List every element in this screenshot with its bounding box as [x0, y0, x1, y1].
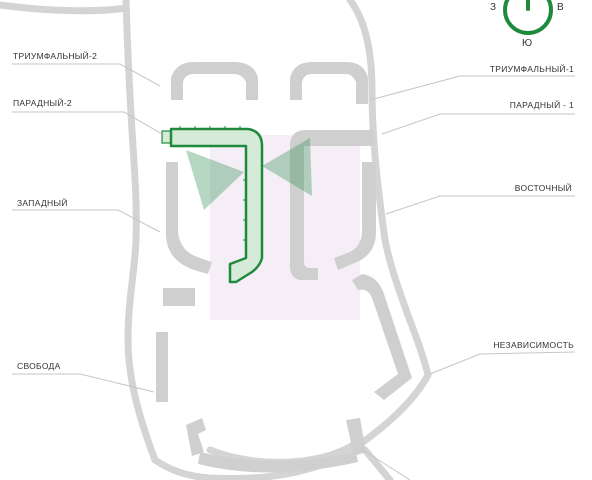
block-zapadny	[166, 162, 212, 274]
label-triumfalny-1: ТРИУМФАЛЬНЫЙ-1	[490, 63, 574, 74]
label-triumfalny-2: ТРИУМФАЛЬНЫЙ-2	[13, 50, 97, 61]
leader-lines	[12, 63, 576, 480]
compass-east-label: В	[557, 2, 564, 13]
label-nezavisimost: НЕЗАВИСИМОСТЬ	[493, 340, 574, 350]
label-zapadny: ЗАПАДНЫЙ	[17, 197, 68, 208]
leader-zapadny	[12, 209, 161, 233]
leader-nezavisimost	[429, 351, 576, 375]
leader-paradny-2	[12, 111, 163, 135]
block-vostochny	[334, 162, 376, 270]
leader-triumfalny-2	[12, 63, 161, 87]
leader-vostochny	[385, 195, 575, 215]
block-small-west	[163, 288, 195, 306]
view-cone-left	[186, 150, 244, 210]
compass-south-label: Ю	[522, 38, 532, 49]
block-south-east	[346, 418, 366, 456]
leader-paradny-1	[381, 113, 575, 135]
view-cone-right	[262, 138, 312, 196]
road-perimeter	[122, 0, 432, 480]
labels: ТРИУМФАЛЬНЫЙ-2 ПАРАДНЫЙ-2 ЗАПАДНЫЙ СВОБО…	[13, 50, 574, 371]
compass-west-label: З	[490, 2, 496, 13]
label-svoboda: СВОБОДА	[17, 361, 61, 371]
leader-south	[359, 447, 411, 480]
leader-svoboda	[12, 373, 155, 393]
highlight-outline	[169, 127, 264, 284]
highlight-facade-ticks	[179, 126, 246, 241]
road-exit-south	[361, 446, 394, 480]
courtyard-area	[210, 135, 360, 320]
label-paradny-1: ПАРАДНЫЙ - 1	[510, 99, 574, 110]
block-paradny-1	[290, 130, 374, 280]
block-south-west	[186, 418, 206, 456]
building-blocks	[156, 62, 412, 473]
compass-icon: З В Ю	[490, 0, 564, 49]
block-svoboda	[156, 332, 168, 402]
leader-triumfalny-1	[369, 75, 575, 101]
view-cone-icon	[186, 138, 312, 210]
block-south-long	[198, 452, 358, 473]
block-triumfalny-2	[171, 62, 258, 100]
block-triumfalny-1	[290, 62, 368, 104]
road-top	[0, 1, 130, 15]
highlighted-building	[161, 126, 264, 284]
compass-ring	[503, 0, 553, 35]
label-vostochny: ВОСТОЧНЫЙ	[515, 182, 572, 193]
block-nezavisimost	[352, 274, 412, 400]
label-paradny-2: ПАРАДНЫЙ-2	[13, 97, 72, 108]
